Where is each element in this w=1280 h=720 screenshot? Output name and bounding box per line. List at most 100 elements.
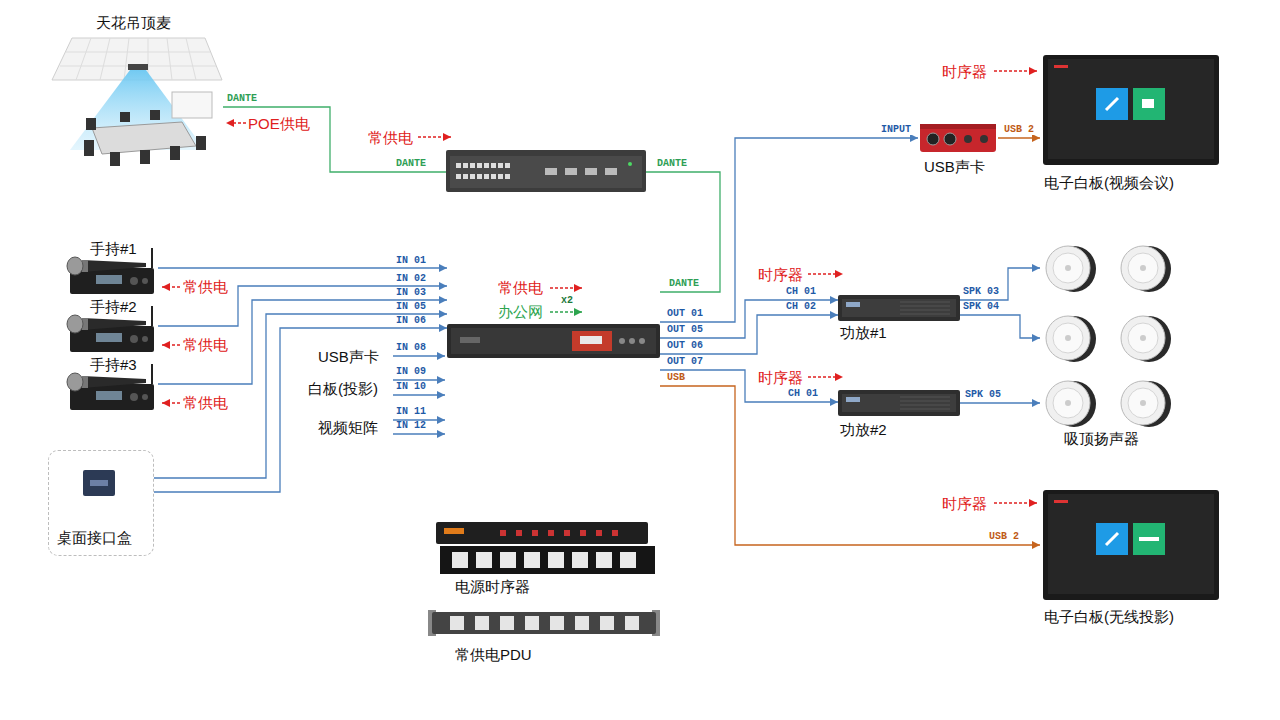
power-note: 常供电 (183, 278, 228, 295)
handheld-receiver-art (151, 248, 153, 268)
port-name: OUT 05 (666, 325, 704, 335)
network-switch-art (450, 156, 642, 188)
ceiling-mic-room (84, 140, 94, 156)
handheld-receiver-art (130, 277, 138, 285)
power-callout-arrow (550, 287, 582, 288)
signal-name: DANTE (668, 279, 700, 289)
network-switch-art (456, 163, 510, 179)
dsp-art (580, 336, 602, 344)
port-name: IN 12 (395, 421, 427, 431)
port-name: OUT 06 (666, 341, 704, 351)
handheld-receiver-art (142, 278, 148, 284)
ceiling-mic-room (128, 64, 148, 70)
usb-sound-card: USB声卡 (918, 120, 998, 179)
input-stub-arrow (393, 356, 445, 434)
node-caption: 功放#1 (840, 324, 887, 341)
ceiling-mic-room (52, 38, 222, 166)
power-amp-art (838, 295, 960, 321)
network-switch-art (585, 168, 597, 175)
node-caption: 电子白板(无线投影) (1044, 608, 1174, 625)
power-callout-arrow (162, 344, 180, 345)
whiteboard-art (1106, 533, 1118, 545)
network-switch-art (545, 168, 557, 175)
power-note: 时序器 (942, 495, 987, 512)
signal-cable (998, 137, 1040, 138)
node-caption: 天花吊顶麦 (96, 14, 171, 31)
handheld-mic: 手持#3 (66, 356, 158, 412)
dsp-art (447, 324, 660, 358)
source-name: 白板(投影) (308, 380, 378, 397)
handheld-receiver-art (82, 376, 146, 388)
power-sequencer-art (436, 522, 648, 544)
signal-name: DANTE (226, 94, 258, 104)
signal-cable (960, 268, 1040, 300)
handheld-receiver-art (142, 394, 148, 400)
power-amp-art (900, 397, 950, 409)
signal-cable (223, 107, 446, 172)
port-name: SPK 04 (962, 302, 1000, 312)
usb-sound-card-art (944, 133, 956, 145)
power-note: 时序器 (758, 266, 803, 283)
usb-sound-card-art (920, 124, 996, 152)
ceiling-speaker-art (1121, 381, 1171, 427)
port-name: OUT 07 (666, 357, 704, 367)
port-name: IN 02 (395, 274, 427, 284)
signal-cable (158, 267, 447, 268)
node-caption: USB声卡 (924, 158, 985, 175)
ceiling-speaker-art (1046, 316, 1096, 362)
handheld-receiver-art (96, 275, 122, 284)
port-name: IN 10 (395, 382, 427, 392)
handheld-receiver-art (82, 260, 146, 272)
power-amp-art (838, 295, 960, 416)
power-sequencer-art (436, 522, 655, 574)
power-note: POE供电 (248, 115, 310, 132)
whiteboard-art (1106, 98, 1118, 110)
signal-cable (960, 315, 1040, 338)
usb-sound-card-art (927, 133, 939, 145)
handheld-receiver-art (151, 306, 153, 326)
network-switch-art (446, 150, 646, 192)
node-caption: 吸顶扬声器 (1064, 430, 1139, 447)
pdu: 常供电PDU (430, 606, 660, 667)
power-callout-arrow (418, 136, 451, 137)
whiteboard-art (1133, 88, 1165, 120)
handheld-receiver-art (96, 391, 122, 400)
power-amp-art (838, 295, 960, 321)
port-name: DANTE (656, 159, 688, 169)
signal-cable (660, 138, 918, 322)
port-name: USB (666, 373, 686, 383)
handheld-receiver-art (67, 315, 83, 333)
power-note: 常供电 (498, 279, 543, 296)
port-name: CH 01 (787, 389, 819, 399)
dsp-art (451, 328, 656, 354)
power-amp-art (846, 302, 860, 307)
node-caption: 手持#3 (90, 356, 137, 373)
power-sequencer-art (500, 530, 618, 536)
node-caption: 桌面接口盒 (57, 529, 132, 546)
ceiling-speakers: 吸顶扬声器 (1040, 240, 1180, 451)
usb-sound-card-art (980, 135, 988, 143)
dsp-art (639, 338, 645, 344)
ceiling-mic-room (172, 92, 212, 118)
pdu-art (450, 616, 639, 630)
whiteboard-art (1043, 490, 1219, 600)
dsp-art (619, 338, 625, 344)
interface-box-art (83, 470, 115, 496)
port-name: INPUT (880, 125, 912, 135)
handheld-mic: 手持#2 (66, 298, 158, 354)
handheld-receiver-art (96, 333, 122, 342)
signal-cable (154, 314, 447, 478)
ceiling-mic-room (86, 118, 96, 130)
count-note: x2 (560, 296, 574, 306)
ceiling-speaker-art (1121, 316, 1171, 362)
ceiling-mic-room (110, 152, 120, 166)
input-stub-arrow (393, 433, 445, 434)
ceiling-mic-room (150, 110, 160, 120)
power-amp-art (900, 302, 950, 314)
power-note: 常供电 (183, 336, 228, 353)
ceiling-mic-room (196, 136, 206, 150)
handheld-receiver-art (130, 335, 138, 343)
node-caption: 功放#2 (840, 421, 887, 438)
signal-cable (154, 328, 447, 492)
power-amp: 功放#1 (838, 292, 960, 345)
